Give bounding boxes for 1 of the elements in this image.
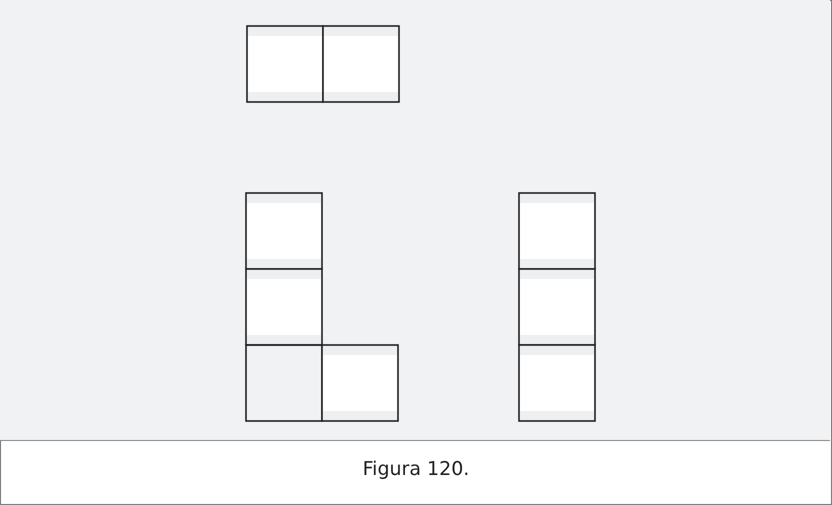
- figure-caption: Figura 120.: [362, 458, 470, 480]
